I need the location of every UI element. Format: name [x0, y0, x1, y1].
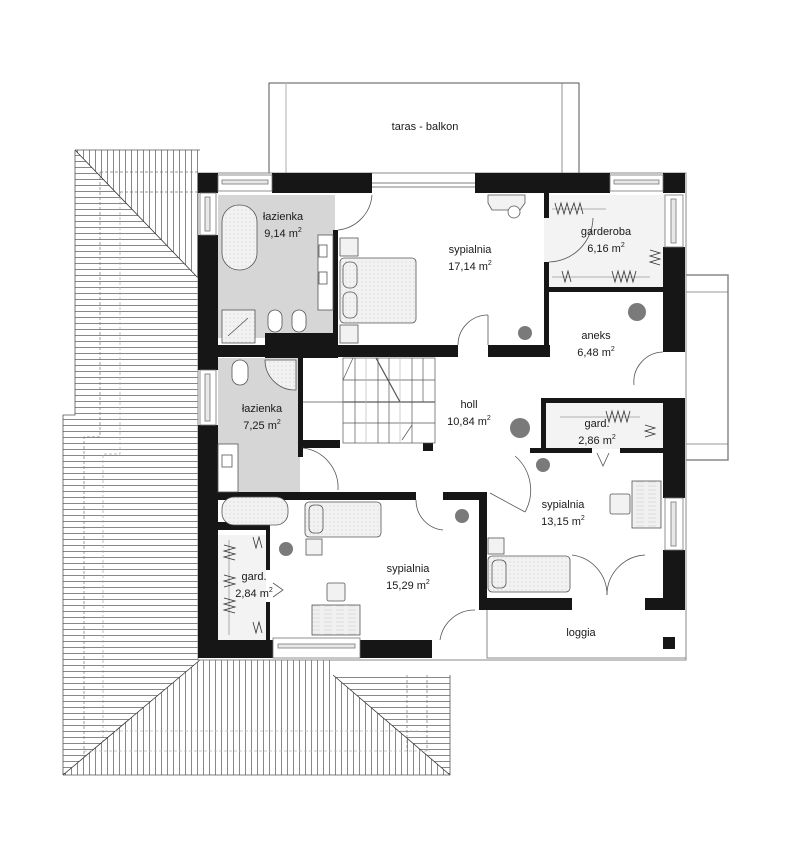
wardrobe-1-floor	[544, 195, 667, 287]
desk	[311, 604, 361, 636]
room-label-holl: holl 10,84 m2	[447, 399, 491, 428]
furniture	[217, 194, 662, 636]
room-label-lazienka-1: łazienka 9,14 m2	[262, 211, 304, 240]
loggia-outline	[486, 610, 687, 659]
room-label-sypialnia-2: sypialnia 13,15 m2	[541, 499, 585, 528]
room-label-gard-1: gard. 2,86 m2	[578, 418, 616, 447]
wardrobe-hangers	[222, 201, 662, 635]
bay-window	[683, 274, 729, 461]
staircase	[303, 357, 436, 444]
room-label-sypialnia-3: sypialnia 15,29 m2	[386, 563, 430, 592]
room-label-taras: taras - balkon	[391, 121, 459, 133]
roof-left	[62, 149, 201, 775]
walls	[198, 173, 685, 658]
double-bed	[339, 257, 417, 324]
room-label-loggia: loggia	[566, 627, 596, 639]
room-label-sypialnia-1: sypialnia 17,14 m2	[448, 244, 492, 273]
plant-icon	[536, 458, 550, 472]
plant-icon	[455, 509, 469, 523]
bathtub	[221, 204, 258, 271]
room-label-gard-2: gard. 2,84 m2	[235, 571, 273, 600]
windows	[199, 174, 684, 659]
bathtub-2	[221, 496, 289, 526]
wardrobe-2-floor	[544, 403, 664, 449]
terrace-balcony	[268, 82, 580, 179]
room-label-garderoba: garderoba 6,16 m2	[580, 226, 632, 255]
room-label-lazienka-2: łazienka 7,25 m2	[241, 403, 283, 432]
plants	[279, 303, 646, 556]
plant-icon	[510, 418, 530, 438]
doors	[272, 194, 664, 641]
desk-2	[631, 480, 662, 529]
plant-icon	[628, 303, 646, 321]
plant-icon	[518, 326, 532, 340]
roof-bottom	[62, 659, 451, 776]
room-label-aneks: aneks 6,48 m2	[577, 330, 615, 359]
plant-icon	[279, 542, 293, 556]
